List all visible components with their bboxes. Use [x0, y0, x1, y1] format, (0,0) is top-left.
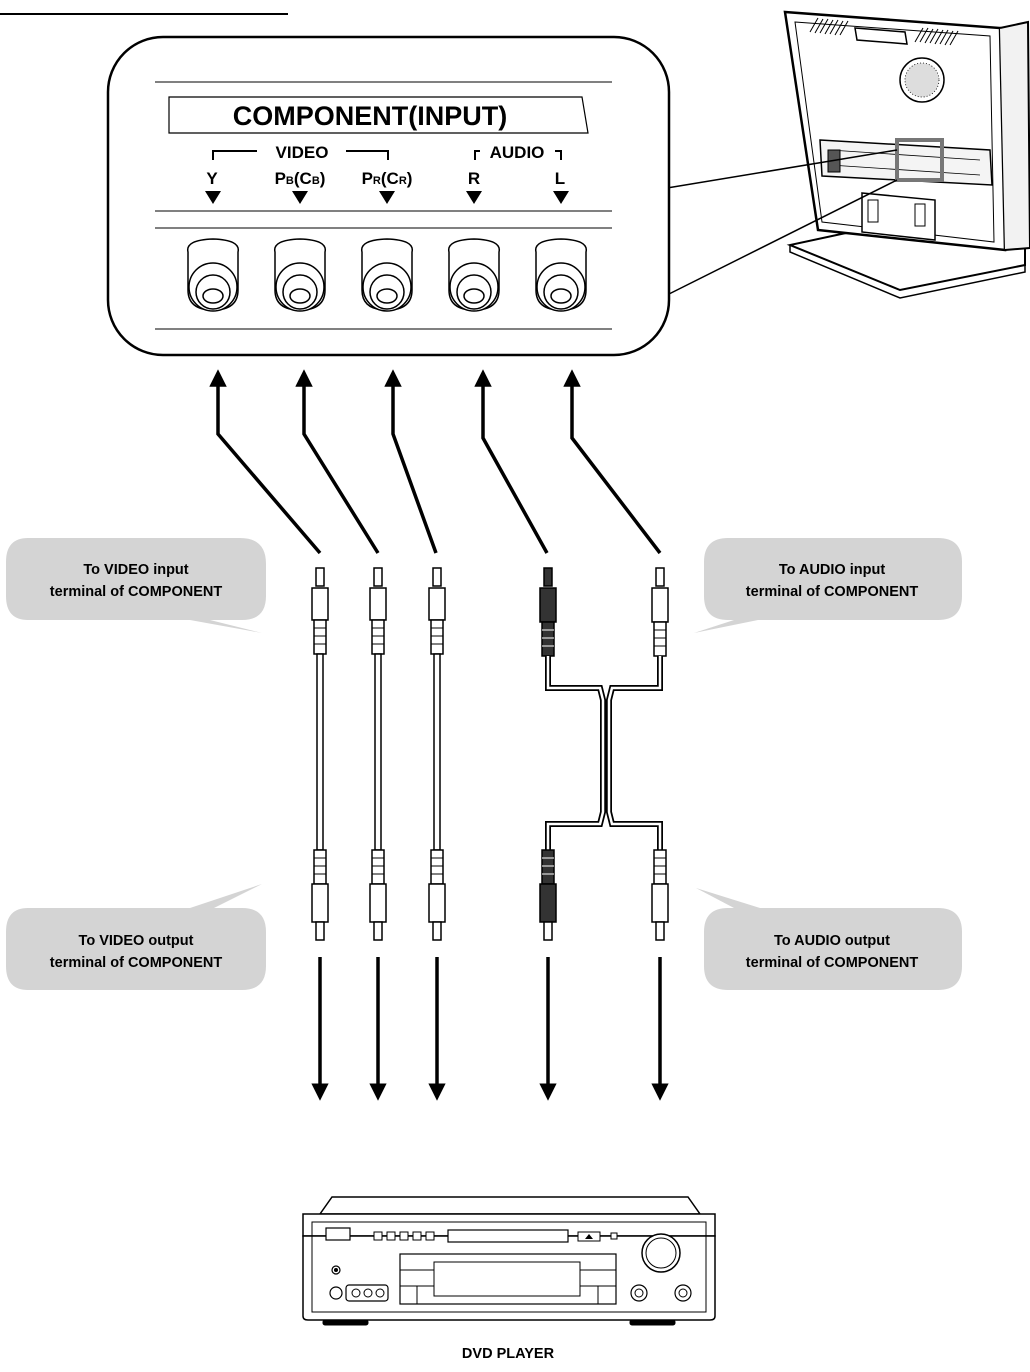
- panel-title-band: [168, 96, 589, 134]
- video-cables: [311, 567, 446, 941]
- callout-video-output-line2: terminal of COMPONENT: [50, 955, 223, 971]
- video-cable-y: [311, 567, 329, 941]
- rca-jack-pb: [273, 238, 327, 312]
- rca-jack-y: [186, 238, 240, 312]
- video-cable-pr: [428, 567, 446, 941]
- zoom-leader-line: [666, 149, 898, 189]
- callout-audio-output: To AUDIO output terminal of COMPONENT: [696, 888, 962, 990]
- callout-video-input-line2: terminal of COMPONENT: [50, 584, 223, 600]
- jack-label-pr: PR(CR): [362, 169, 413, 188]
- input-arrows: [209, 369, 662, 555]
- video-group-label: VIDEO: [276, 143, 329, 162]
- device-label: DVD PLAYER: [462, 1346, 555, 1362]
- jack-label-pb: PB(CB): [275, 169, 326, 188]
- panel-title: COMPONENT(INPUT): [233, 101, 507, 131]
- rca-jack-pr: [360, 238, 414, 312]
- callout-video-input-line1: To VIDEO input: [83, 562, 188, 578]
- output-arrows: [311, 957, 669, 1101]
- jack-label-y: Y: [206, 169, 218, 188]
- jack-label-l: L: [555, 169, 565, 188]
- audio-group-label: AUDIO: [490, 143, 545, 162]
- monitor-rear-illustration: [783, 10, 1030, 299]
- rca-jacks: [186, 238, 588, 312]
- jack-pointer-arrows: [205, 191, 569, 204]
- rca-jack-l: [534, 238, 588, 312]
- callout-audio-input: To AUDIO input terminal of COMPONENT: [694, 538, 962, 633]
- callout-audio-output-line1: To AUDIO output: [774, 933, 890, 949]
- zoom-leader-line: [666, 179, 898, 296]
- video-cable-pb: [369, 567, 387, 941]
- dvd-player-illustration: [302, 1196, 716, 1326]
- callout-video-output-line1: To VIDEO output: [79, 933, 194, 949]
- jack-label-r: R: [468, 169, 480, 188]
- callout-audio-output-line2: terminal of COMPONENT: [746, 955, 919, 971]
- callout-video-output: To VIDEO output terminal of COMPONENT: [6, 884, 266, 990]
- audio-group-bracket: [474, 150, 562, 160]
- video-group-bracket: [212, 150, 389, 160]
- callout-audio-input-line2: terminal of COMPONENT: [746, 584, 919, 600]
- callout-video-input: To VIDEO input terminal of COMPONENT: [6, 538, 266, 633]
- rca-jack-r: [447, 238, 501, 312]
- audio-cable: [539, 567, 669, 941]
- callout-audio-input-line1: To AUDIO input: [779, 562, 885, 578]
